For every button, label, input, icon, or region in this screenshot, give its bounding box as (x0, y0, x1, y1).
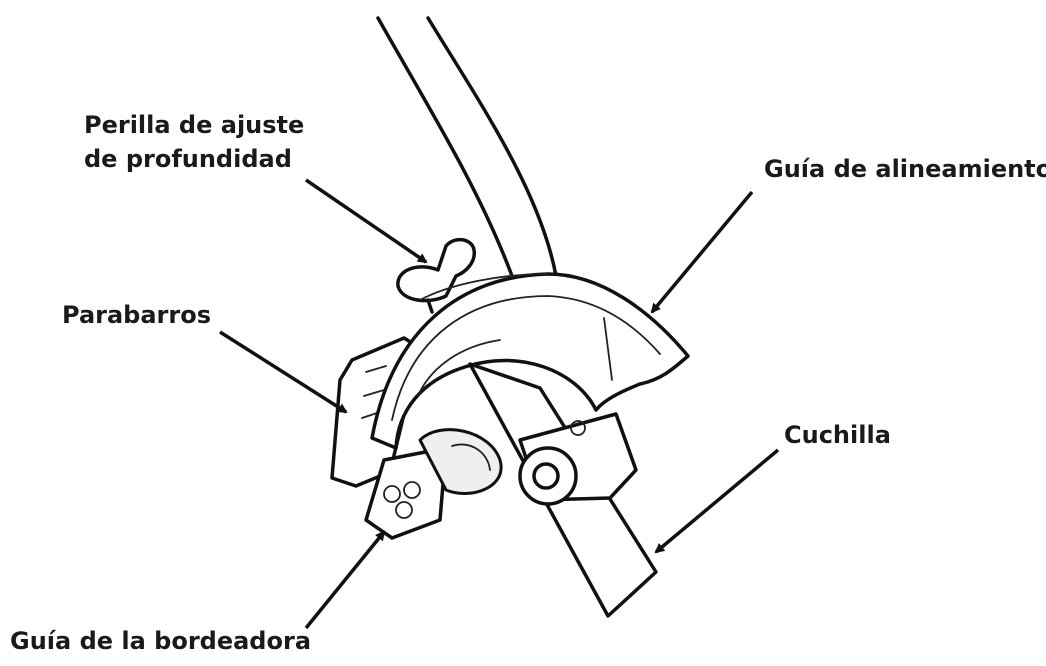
depth-knob-label: Perilla de ajuste de profundidad (84, 108, 304, 176)
depth-knob-label-line1: Perilla de ajuste (84, 111, 305, 139)
mud-flap-label: Parabarros (62, 301, 211, 329)
depth-knob-shape (396, 237, 476, 314)
arrow-edger-guide (304, 530, 386, 630)
edger-guide-label: Guía de la bordeadora (10, 627, 312, 655)
edger-guide-shape (364, 446, 448, 540)
arrow-depth-knob (305, 178, 428, 264)
alignment-guide-label: Guía de alineamiento (764, 155, 1046, 183)
blade-shape (468, 362, 658, 618)
edger-body (418, 428, 503, 495)
arrow-alignment-guide (650, 190, 754, 314)
blade-label: Cuchilla (784, 421, 891, 449)
depth-knob-label-line2: de profundidad (84, 145, 292, 173)
arrow-blade (654, 448, 780, 554)
handle-shaft (376, 16, 558, 278)
alignment-guide-shape (370, 272, 690, 450)
arrow-mud-flap (219, 330, 348, 414)
